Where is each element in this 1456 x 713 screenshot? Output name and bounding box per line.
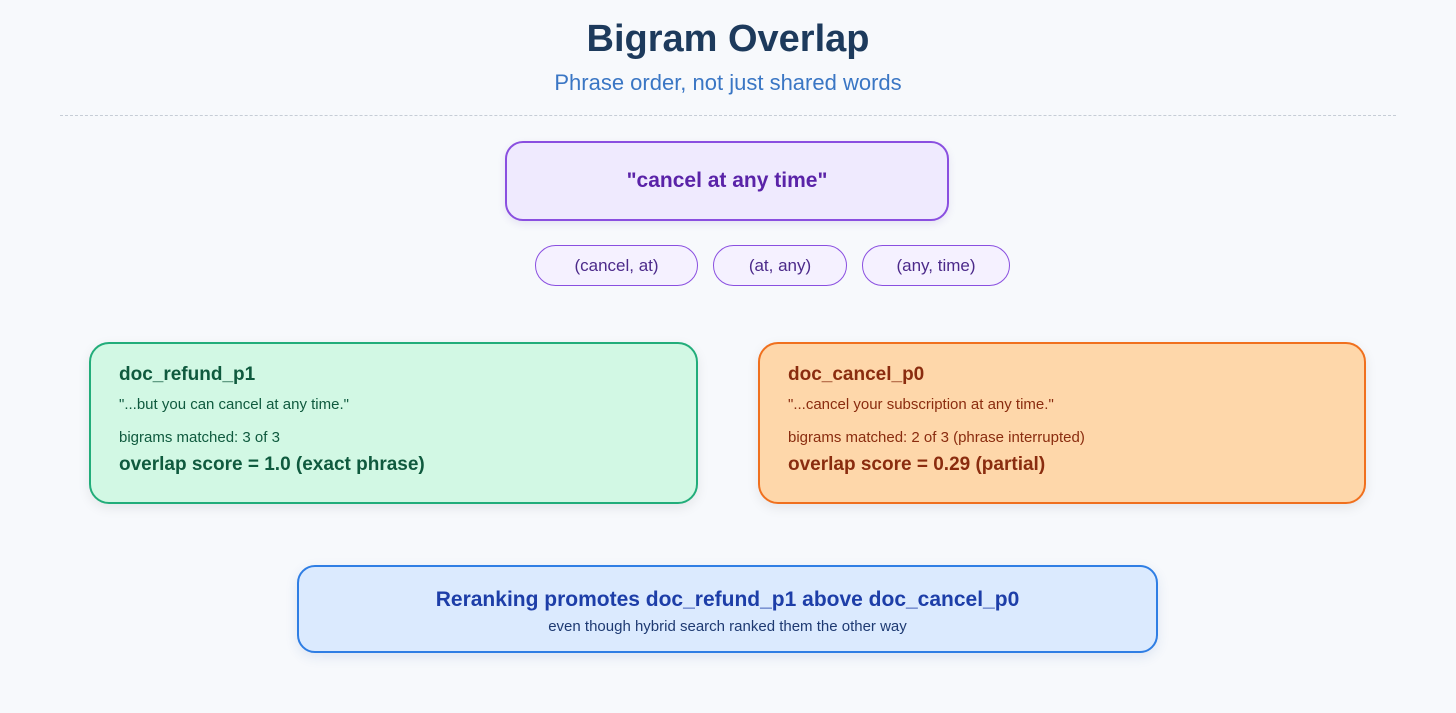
page-subtitle: Phrase order, not just shared words — [554, 70, 902, 95]
doc-quote: "...cancel your subscription at any time… — [788, 396, 1054, 413]
result-subtext: even though hybrid search ranked them th… — [548, 618, 907, 635]
bigram-pill: (any, time) — [862, 245, 1010, 286]
result-headline: Reranking promotes doc_refund_p1 above d… — [435, 588, 1020, 611]
doc-overlap-score: overlap score = 0.29 (partial) — [788, 454, 1046, 475]
bigram-label: (at, any) — [748, 255, 812, 275]
bigram-pill: (at, any) — [713, 245, 847, 286]
doc-card-cancel: doc_cancel_p0 "...cancel your subscripti… — [758, 342, 1366, 504]
reranking-result-box: Reranking promotes doc_refund_p1 above d… — [297, 565, 1158, 653]
query-text: "cancel at any time" — [626, 169, 828, 192]
bigram-label: (cancel, at) — [574, 255, 659, 275]
doc-quote: "...but you can cancel at any time." — [119, 396, 349, 413]
doc-card-refund: doc_refund_p1 "...but you can cancel at … — [89, 342, 698, 504]
section-divider — [60, 115, 1396, 116]
query-box: "cancel at any time" — [505, 141, 949, 221]
page-title: Bigram Overlap — [586, 18, 870, 60]
bigram-pill: (cancel, at) — [535, 245, 698, 286]
doc-overlap-score: overlap score = 1.0 (exact phrase) — [119, 454, 425, 475]
doc-bigrams-matched: bigrams matched: 3 of 3 — [119, 429, 280, 446]
bigram-label: (any, time) — [896, 255, 976, 275]
doc-name: doc_cancel_p0 — [788, 364, 925, 385]
doc-bigrams-matched: bigrams matched: 2 of 3 (phrase interrup… — [788, 429, 1085, 446]
doc-name: doc_refund_p1 — [119, 364, 256, 385]
